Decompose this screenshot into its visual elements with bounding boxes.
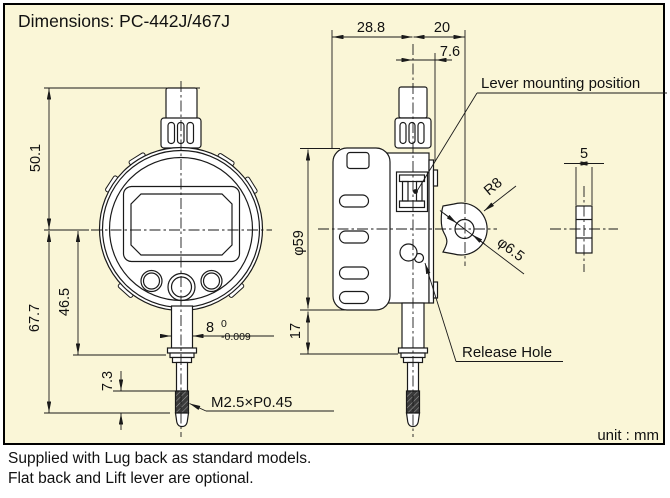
dim-label-17: 17	[288, 323, 304, 339]
dim-label-phi59: φ59	[291, 230, 307, 256]
leader-thread-spec	[189, 403, 207, 412]
lcd-display	[122, 185, 241, 263]
note-line-1: Supplied with Lug back as standard model…	[8, 450, 312, 467]
leader-lever-mounting	[416, 92, 478, 192]
center-button	[167, 272, 196, 302]
front-top-cap	[160, 87, 202, 149]
leader-r8	[483, 185, 517, 212]
lug-back-plate	[428, 159, 439, 304]
dim-label-50-1: 50.1	[28, 144, 44, 172]
dim-label-28-8: 28.8	[357, 20, 385, 36]
callout-labels: Lever mounting position Release Hole uni…	[462, 75, 659, 444]
left-button	[140, 269, 163, 293]
dim-label-46-5: 46.5	[57, 288, 73, 316]
front-thread-band	[174, 390, 190, 414]
dimension-lines	[46, 34, 604, 430]
callout-lines	[189, 92, 667, 412]
dim-label-8: 8	[206, 320, 214, 336]
dim-label-20: 20	[434, 20, 450, 36]
extension-lines	[44, 30, 593, 414]
dim-label-7-3: 7.3	[100, 371, 116, 391]
side-bezel-grip-slots	[338, 151, 370, 305]
front-contact-point	[174, 412, 190, 428]
leader-release-hole	[424, 262, 457, 362]
lever-mounting-slot	[395, 171, 429, 213]
right-button	[200, 269, 223, 293]
dim-arrow-phi65-se	[471, 234, 486, 245]
side-view	[332, 86, 439, 428]
label-release-hole: Release Hole	[462, 344, 552, 361]
dim-label-67-7: 67.7	[27, 304, 43, 332]
label-thread-spec: M2.5×P0.45	[211, 394, 292, 411]
leader-lever-dot	[413, 189, 418, 194]
dim-label-8-tol-upper: 0	[221, 318, 227, 330]
front-view	[98, 87, 264, 428]
dim-label-7-6: 7.6	[440, 44, 460, 60]
label-lever-mounting: Lever mounting position	[481, 75, 640, 92]
dim-label-8-tol-lower: -0.009	[221, 331, 251, 343]
figure-title: Dimensions: PC-442J/467J	[18, 11, 231, 31]
note-line-2: Flat back and Lift lever are optional.	[8, 470, 254, 487]
figure-notes: Supplied with Lug back as standard model…	[8, 449, 311, 489]
dim-label-r8: R8	[481, 175, 505, 199]
gauge-buttons	[140, 269, 223, 302]
front-spindle	[166, 305, 198, 428]
dim-arrow-phi65-nw	[443, 213, 458, 224]
dim-label-5: 5	[580, 146, 588, 162]
dim-label-phi6-5: φ6.5	[494, 235, 527, 266]
label-unit: unit : mm	[597, 427, 659, 444]
centerlines	[91, 44, 618, 437]
